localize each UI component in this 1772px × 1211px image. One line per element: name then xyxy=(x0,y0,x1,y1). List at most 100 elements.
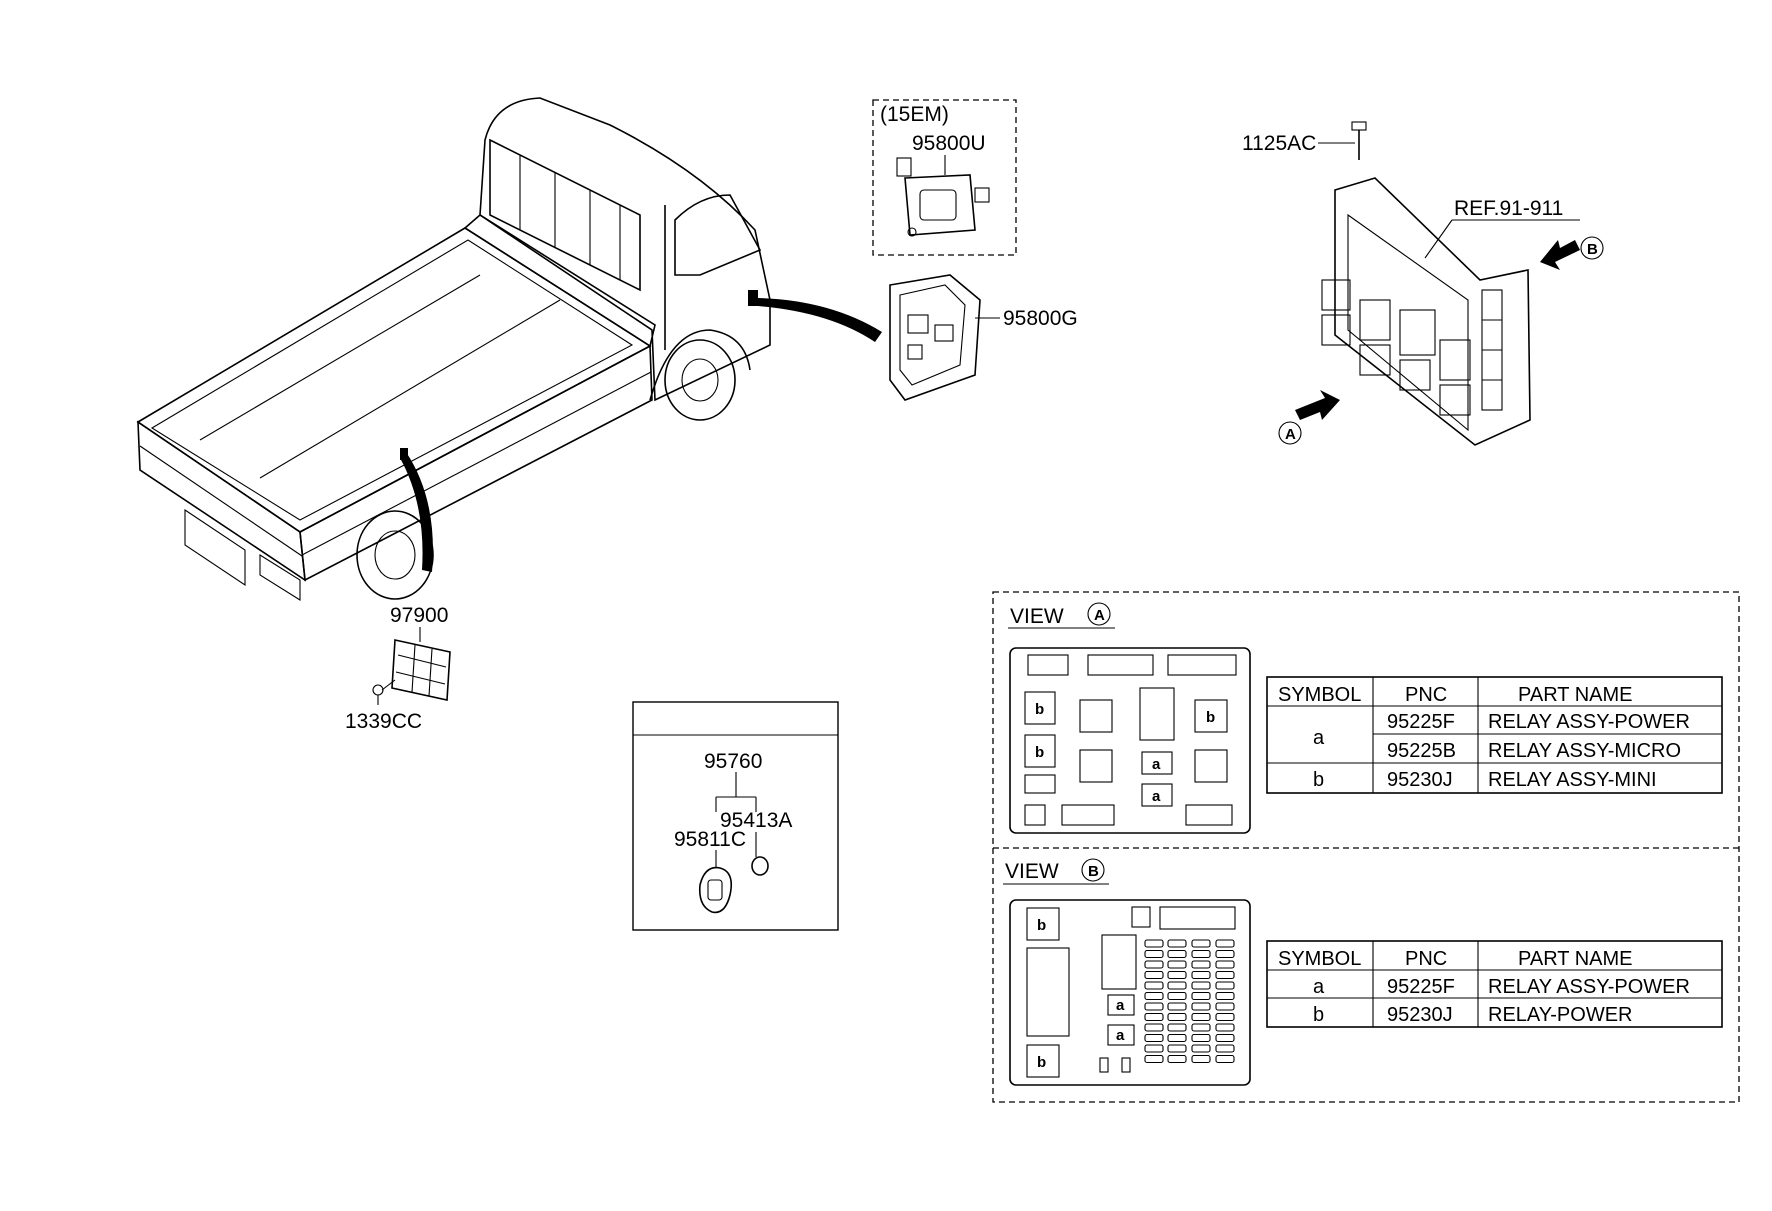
view-b-marker: B xyxy=(1088,863,1099,880)
fuse-slot xyxy=(1167,1023,1187,1032)
fuse-slot xyxy=(1215,939,1235,948)
label-95413a: 95413A xyxy=(720,809,792,832)
view-a-slot-a: a xyxy=(1152,756,1161,773)
view-a-table: SYMBOL PNC PART NAME a 95225F RELAY ASSY… xyxy=(1266,676,1723,794)
fuse-slot xyxy=(1167,960,1187,969)
fuse-slot xyxy=(1191,939,1211,948)
label-95800u: 95800U xyxy=(912,132,986,155)
junction-box: 1125AC REF.91-911 A B xyxy=(1242,121,1604,446)
view-a-row-pnc: 95225F xyxy=(1387,711,1455,733)
view-a-row-pnc: 95230J xyxy=(1387,769,1453,791)
part-97900: 97900 1339CC xyxy=(345,604,451,733)
truck-illustration xyxy=(136,97,882,601)
fuse-slot xyxy=(1215,1012,1235,1022)
part-95760-group: 95760 95413A 95811C xyxy=(632,701,839,931)
fuse-slot xyxy=(1144,1012,1164,1022)
view-b-table: SYMBOL PNC PART NAME a 95225F RELAY ASSY… xyxy=(1266,940,1723,1028)
view-a-row-name: RELAY ASSY-POWER xyxy=(1488,711,1690,733)
label-1339cc: 1339CC xyxy=(345,710,422,733)
fuse-slot xyxy=(1215,981,1235,990)
view-b-header-part-name: PART NAME xyxy=(1518,948,1632,970)
fuse-slot xyxy=(1144,1033,1164,1043)
fuse-slot xyxy=(1167,939,1187,948)
view-b-header-pnc: PNC xyxy=(1405,948,1447,970)
fuse-slot xyxy=(1215,991,1235,1001)
fuse-slot xyxy=(1191,1012,1211,1022)
view-b-header-symbol: SYMBOL xyxy=(1278,948,1361,970)
view-a-header-symbol: SYMBOL xyxy=(1278,684,1361,706)
view-a-row-name: RELAY ASSY-MINI xyxy=(1488,769,1657,791)
fuse-slot xyxy=(1144,1002,1164,1011)
view-a-slot-b: b xyxy=(1206,709,1215,726)
fuse-slot xyxy=(1144,991,1164,1001)
fuse-slot xyxy=(1215,1023,1235,1032)
view-b-row-symbol: a xyxy=(1313,976,1325,998)
views-panel: VIEW A b b a a b xyxy=(992,591,1740,1103)
fuse-slot xyxy=(1191,991,1211,1001)
arrow-b-marker: B xyxy=(1587,241,1598,258)
label-15em: (15EM) xyxy=(880,103,949,126)
fuse-slot xyxy=(1167,949,1187,959)
label-ref-91-911: REF.91-911 xyxy=(1454,197,1563,220)
fuse-slot xyxy=(1144,1044,1164,1053)
fuse-slot xyxy=(1144,1054,1164,1064)
fuse-slot xyxy=(1191,960,1211,969)
view-a-slot-b: b xyxy=(1035,701,1044,718)
arrow-a-marker: A xyxy=(1285,426,1296,443)
view-a-header-pnc: PNC xyxy=(1405,684,1447,706)
view-a-header-part-name: PART NAME xyxy=(1518,684,1632,706)
view-b-row-name: RELAY-POWER xyxy=(1488,1004,1632,1026)
fuse-slot xyxy=(1215,960,1235,969)
fuse-slot xyxy=(1144,949,1164,959)
view-a-title: VIEW xyxy=(1010,605,1064,628)
label-95800g: 95800G xyxy=(1003,307,1078,330)
fuse-slot xyxy=(1144,981,1164,990)
fuse-slot xyxy=(1167,981,1187,990)
fuse-slot xyxy=(1215,1044,1235,1053)
fuse-slot xyxy=(1167,1033,1187,1043)
fuse-slot xyxy=(1215,1054,1235,1064)
view-b-slot-b: b xyxy=(1037,1054,1046,1071)
fuse-slot xyxy=(1191,1023,1211,1032)
fuse-slot xyxy=(1167,1002,1187,1011)
fuse-slot xyxy=(1191,1002,1211,1011)
view-a-slot-b: b xyxy=(1035,744,1044,761)
fuse-slot xyxy=(1191,970,1211,980)
view-b-row-pnc: 95230J xyxy=(1387,1004,1453,1026)
view-b-row-pnc: 95225F xyxy=(1387,976,1455,998)
fuse-slot xyxy=(1167,1012,1187,1022)
view-b-slot-b: b xyxy=(1037,917,1046,934)
fuse-slot xyxy=(1215,1002,1235,1011)
fuse-slot xyxy=(1167,1054,1187,1064)
fuse-slot xyxy=(1215,970,1235,980)
label-95760: 95760 xyxy=(704,750,762,773)
fuse-slot xyxy=(1144,960,1164,969)
fuse-slot xyxy=(1215,949,1235,959)
label-95811c: 95811C xyxy=(674,828,746,851)
fuse-slot xyxy=(1167,970,1187,980)
view-b-fuse-grid xyxy=(1144,939,1235,1064)
view-a-slot-a: a xyxy=(1152,788,1161,805)
fuse-slot xyxy=(1215,1033,1235,1043)
label-1125ac: 1125AC xyxy=(1242,132,1316,155)
fuse-slot xyxy=(1191,949,1211,959)
view-b-slot-a: a xyxy=(1116,1027,1125,1044)
fuse-slot xyxy=(1191,981,1211,990)
fuse-slot xyxy=(1167,991,1187,1001)
label-97900: 97900 xyxy=(390,604,448,627)
view-b-row-name: RELAY ASSY-POWER xyxy=(1488,976,1690,998)
view-b-row-symbol: b xyxy=(1313,1004,1324,1026)
view-a-row-pnc: 95225B xyxy=(1387,740,1456,762)
view-a-row-symbol: b xyxy=(1313,769,1324,791)
view-b-title: VIEW xyxy=(1005,860,1059,883)
fuse-slot xyxy=(1167,1044,1187,1053)
module-95800u-group: (15EM) 95800U xyxy=(872,99,1017,256)
fuse-slot xyxy=(1144,1023,1164,1032)
fuse-slot xyxy=(1144,970,1164,980)
view-b-slot-a: a xyxy=(1116,997,1125,1014)
fuse-slot xyxy=(1144,939,1164,948)
fuse-slot xyxy=(1191,1033,1211,1043)
module-95800g: 95800G xyxy=(889,274,1078,401)
view-a-row-name: RELAY ASSY-MICRO xyxy=(1488,740,1681,762)
